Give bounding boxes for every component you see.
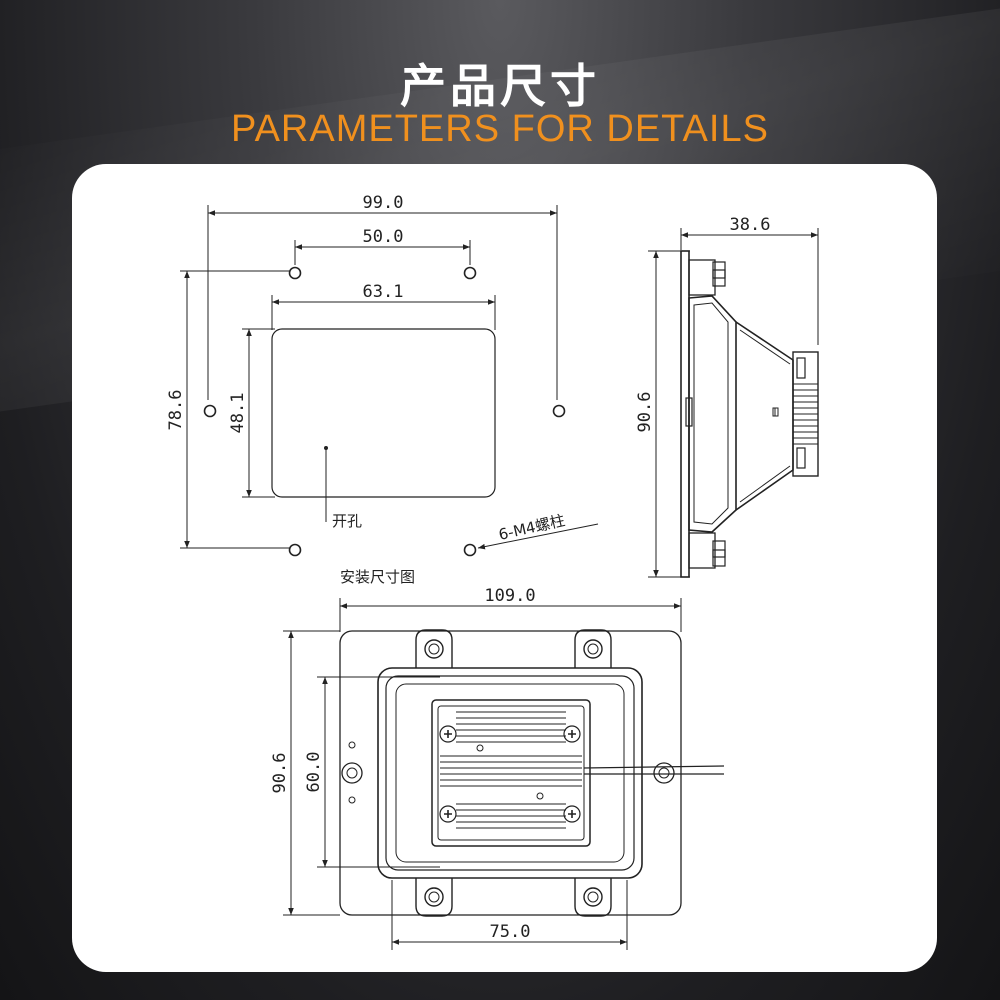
mounting-caption: 安装尺寸图 <box>340 568 415 586</box>
dim-front-width: 109.0 <box>484 586 535 606</box>
stud-label: 6-M4螺柱 <box>497 511 567 544</box>
dim-front-height: 90.6 <box>270 753 290 794</box>
dim-total-width: 99.0 <box>363 193 404 213</box>
side-view <box>648 228 819 578</box>
dim-depth: 38.6 <box>730 215 771 235</box>
dim-inner-height: 60.0 <box>304 752 324 793</box>
page-subtitle: PARAMETERS FOR DETAILS <box>231 108 769 150</box>
dim-stud-spacing: 50.0 <box>363 227 404 247</box>
dim-cutout-width: 63.1 <box>363 282 404 302</box>
dim-side-height: 90.6 <box>635 392 655 433</box>
dim-total-height: 78.6 <box>166 390 186 431</box>
dim-inner-width: 75.0 <box>490 922 531 942</box>
page-title: 产品尺寸 <box>400 59 600 113</box>
cutout-label: 开孔 <box>332 512 362 530</box>
dim-cutout-height: 48.1 <box>228 393 248 434</box>
front-view <box>283 598 725 950</box>
drawing-panel <box>72 164 937 972</box>
mounting-view <box>180 205 599 557</box>
